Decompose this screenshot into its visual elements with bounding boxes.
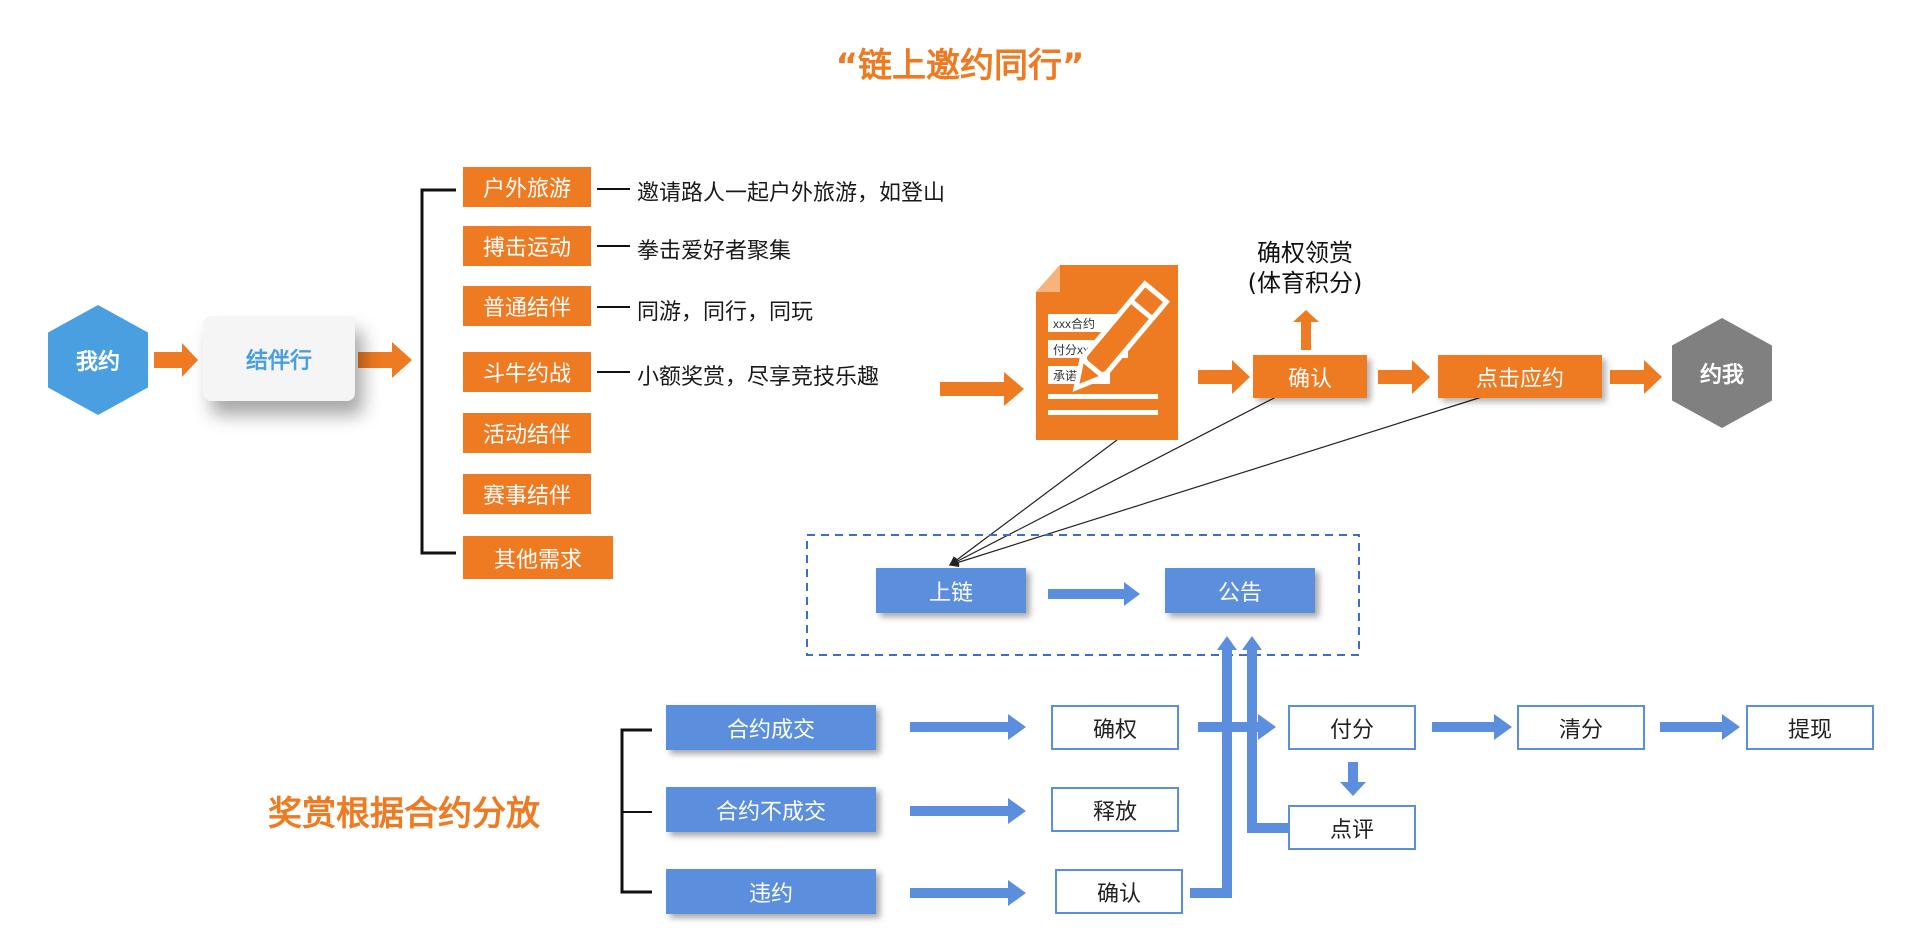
category-outdoor: 户外旅游	[463, 167, 591, 207]
confirm-box: 确认	[1253, 355, 1367, 398]
category-common: 普通结伴	[463, 286, 591, 326]
clear-label: 清分	[1558, 717, 1603, 743]
outcome-deal-box: 合约成交	[666, 705, 876, 750]
arrow-to-document	[940, 372, 1024, 406]
click-respond-box: 点击应约	[1438, 355, 1602, 398]
onchain-box: 上链	[876, 568, 1026, 613]
reward-subtitle: (体育积分)	[1247, 269, 1363, 297]
category-label: 户外旅游	[482, 177, 571, 202]
outcome-label: 合约成交	[726, 717, 815, 743]
arrow-up-reward	[1293, 310, 1319, 350]
end-label: 约我	[1699, 363, 1744, 388]
click-respond-label: 点击应约	[1475, 366, 1564, 392]
outcome-label: 违约	[748, 881, 793, 907]
reward-label: 确权领赏 (体育积分)	[1232, 238, 1378, 298]
category-label: 赛事结伴	[482, 484, 571, 509]
category-other: 其他需求	[463, 536, 613, 579]
category-label: 斗牛约战	[482, 362, 571, 387]
category-bracket	[420, 188, 456, 555]
category-duel: 斗牛约战	[463, 352, 591, 392]
reward-title: 确权领赏	[1257, 239, 1353, 267]
partner-label: 结伴行	[245, 348, 312, 374]
document-line-3: 承诺	[1053, 369, 1077, 383]
category-label: 搏击运动	[482, 236, 571, 261]
category-desc: 小额奖赏，尽享竞技乐趣	[637, 365, 880, 390]
result-release-box: 释放	[1051, 787, 1179, 832]
category-desc: 邀请路人一起户外旅游，如登山	[637, 181, 946, 206]
category-combat: 搏击运动	[463, 226, 591, 266]
start-hexagon: 我约	[48, 305, 148, 415]
arrow-me-to-partner	[154, 343, 198, 377]
category-activity: 活动结伴	[463, 413, 591, 453]
arrow-partner-to-bracket	[358, 342, 412, 378]
result-label: 确认	[1096, 881, 1141, 907]
clear-box: 清分	[1517, 705, 1645, 750]
contract-document-icon: xxx合约 付分xxx 承诺	[1036, 265, 1178, 440]
arrow-click-to-end	[1610, 360, 1662, 394]
reward-rule-label: 奖赏根据合约分放	[268, 794, 540, 834]
pay-points-label: 付分	[1329, 717, 1374, 743]
outcome-label: 合约不成交	[715, 799, 826, 825]
partner-card: 结伴行	[203, 316, 355, 401]
result-label: 确权	[1092, 717, 1137, 743]
review-box: 点评	[1288, 805, 1416, 850]
arrow-doc-to-confirm	[1198, 360, 1250, 394]
result-label: 释放	[1092, 799, 1137, 825]
category-label: 其他需求	[493, 547, 582, 573]
page-title: “链上邀约同行”	[835, 46, 1085, 86]
outcome-breach-box: 违约	[666, 869, 876, 914]
result-confirm-box: 确认	[1055, 869, 1183, 914]
arrow-confirm-to-click	[1378, 360, 1430, 394]
onchain-label: 上链	[928, 580, 973, 606]
outcome-nodeal-box: 合约不成交	[666, 787, 876, 832]
category-event: 赛事结伴	[463, 474, 591, 514]
pay-points-box: 付分	[1288, 705, 1416, 750]
notice-label: 公告	[1217, 580, 1262, 606]
category-desc: 拳击爱好者聚集	[637, 239, 792, 264]
notice-box: 公告	[1165, 568, 1315, 613]
category-label: 活动结伴	[482, 423, 571, 448]
result-confirm-right-box: 确权	[1051, 705, 1179, 750]
review-label: 点评	[1329, 817, 1374, 843]
confirm-label: 确认	[1287, 366, 1332, 392]
withdraw-box: 提现	[1746, 705, 1874, 750]
category-desc: 同游，同行，同玩	[637, 300, 814, 325]
start-label: 我约	[75, 350, 120, 375]
category-label: 普通结伴	[482, 296, 571, 321]
withdraw-label: 提现	[1787, 717, 1832, 743]
pen-icon	[1072, 280, 1170, 392]
document-line-1: xxx合约	[1053, 316, 1095, 331]
